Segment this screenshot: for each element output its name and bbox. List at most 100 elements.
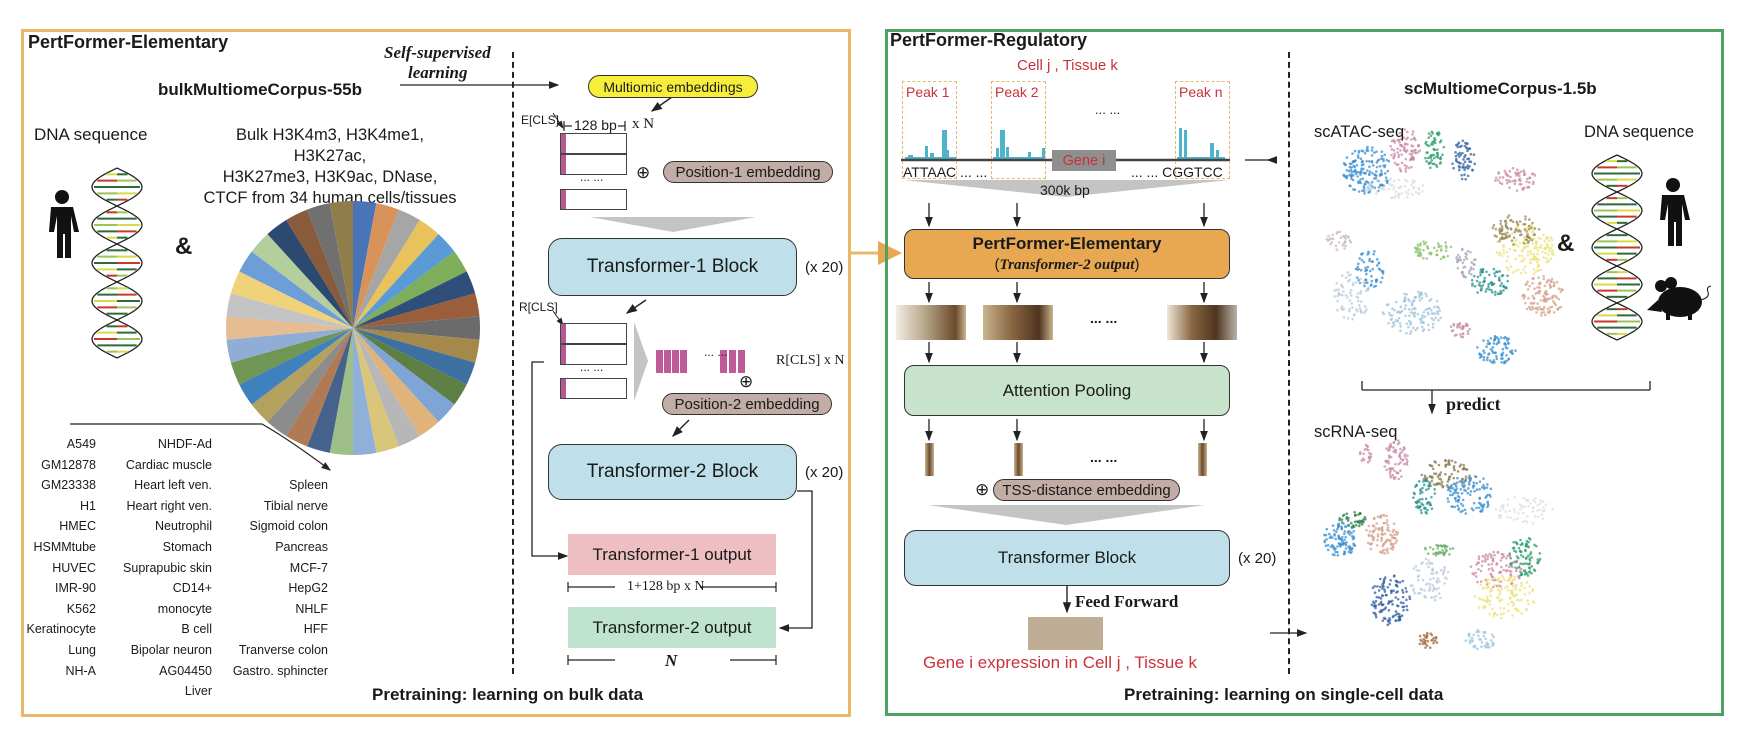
multiomic-arrow [650, 96, 673, 112]
multiomic-embeddings-pill: Multiomic embeddings [588, 75, 758, 98]
signal-peak [908, 155, 913, 159]
plus-circle-icon: ⊕ [739, 372, 754, 391]
e-cls-pointer [552, 112, 564, 129]
attention-pooling-block: Attention Pooling [904, 365, 1230, 416]
pie-chart [226, 201, 480, 455]
pooled-vector [1198, 443, 1207, 476]
transformer-block: Transformer Block [904, 530, 1230, 586]
pie-slice [230, 328, 353, 385]
dna-sequence-label-right: DNA sequence [1584, 123, 1695, 141]
transformer1-repeat: (x 20) [805, 259, 844, 276]
sequence-start: ATTAAC ... ... [903, 164, 988, 180]
cell-type-label: HUVEC [52, 560, 96, 575]
cell-type-label: CD14+ monocyte [157, 581, 212, 616]
sequence-end: ... ... CGGTCC [1131, 164, 1223, 180]
cell-type-label: NH-A [65, 663, 96, 678]
pie-slice [226, 328, 353, 363]
feature-embedding [1167, 305, 1237, 340]
pie-slice [307, 328, 353, 453]
signal-peak [1184, 130, 1187, 159]
cell-type-label: Gastro. sphincter [232, 663, 328, 678]
peak-label: Peak n [1179, 84, 1223, 100]
cell-type-label: MCF-7 [289, 560, 328, 575]
signal-peak [1179, 128, 1182, 159]
self-supervised-label: Self-supervised [384, 43, 491, 62]
pie-slice [251, 234, 353, 328]
pie-slice [267, 220, 353, 328]
cls-token-bar [680, 350, 687, 373]
bp-width-label: 128 bp [574, 117, 617, 133]
peak-label: Peak 1 [906, 84, 950, 100]
cell-type-label: H1 [80, 498, 96, 513]
position1-embedding-pill: Position-1 embedding [663, 161, 833, 183]
cell-type-label: GM23338 [41, 478, 96, 493]
signal-peak [947, 150, 949, 159]
cell-type-label: GM12878 [41, 457, 96, 472]
right-panel-title: PertFormer-Regulatory [890, 30, 1088, 50]
right-panel-footer: Pretraining: learning on single-cell dat… [1124, 685, 1444, 704]
sc-corpus-title: scMultiomeCorpus-1.5b [1404, 79, 1597, 98]
gene-box: Gene i [1052, 150, 1116, 171]
left-divider-dashed [512, 52, 514, 674]
transformer2-output: Transformer-2 output [568, 607, 776, 648]
pos2-arrow [672, 419, 690, 437]
transformer1-output: Transformer-1 output [568, 534, 776, 575]
extract-cls-arrow [634, 322, 648, 401]
pie-slice [353, 209, 420, 328]
cell-type-label: K562 [66, 601, 96, 616]
person-icon [49, 190, 79, 258]
position2-embedding-pill: Position-2 embedding [662, 393, 832, 415]
bulk-description: Bulk H3K4m3, H3K4me1, H3K27ac, H3K27me3,… [200, 125, 460, 209]
cell-type-label: Bipolar neuron [130, 642, 212, 657]
dna-sequence-label: DNA sequence [34, 125, 148, 144]
pooled-vector [925, 443, 934, 476]
cell-type-label: Liver [184, 684, 212, 699]
bulk-description-line: CTCF from 34 human cells/tissues [203, 189, 457, 207]
pie-slice [353, 271, 476, 328]
cell-type-label: Cardiac muscle [125, 457, 212, 472]
cell-type-label: IMR-90 [55, 581, 96, 596]
cell-type-label: NHDF-Ad [157, 437, 212, 451]
r-cls-label: R[CLS] [519, 300, 558, 314]
pertformer-elementary-block: PertFormer-Elementary (Transformer-2 out… [904, 229, 1230, 279]
cell-type-label: Stomach [162, 539, 212, 554]
scatac-umap-plot [1325, 128, 1565, 365]
right-divider-dashed [1288, 52, 1290, 674]
cls-token-bar [672, 350, 679, 373]
elementary-block-title: PertFormer-Elementary [972, 233, 1162, 253]
rep-row [560, 378, 627, 399]
left-panel-footer: Pretraining: learning on bulk data [372, 685, 644, 704]
flow-arrows [925, 203, 1208, 442]
signal-peak [1210, 143, 1214, 159]
cell-type-label: Heart right ven. [126, 498, 212, 513]
cell-type-label: A549 [66, 437, 96, 451]
rep-row [560, 323, 627, 344]
e-cls-label: E[CLS] [521, 113, 560, 127]
signal-peak [942, 130, 947, 159]
scatac-label: scATAC-seq [1314, 123, 1405, 141]
pie-slice [353, 328, 377, 455]
signal-peak [930, 153, 934, 159]
rep-row [560, 344, 627, 365]
cell-type-label: Tibial nerve [263, 498, 328, 513]
pie-slice [251, 328, 353, 422]
pie-slice [286, 209, 353, 328]
cell-type-label: Lung [68, 642, 96, 657]
predict-bracket [1361, 381, 1651, 415]
cell-type-label: NHLF [295, 601, 328, 616]
pie-slice [307, 203, 353, 328]
feed-forward-label: Feed Forward [1075, 592, 1179, 611]
token-dots: ... ... [580, 170, 604, 184]
peak-box: Peak 2 [991, 81, 1046, 179]
cell-type-label: Pancreas [275, 539, 328, 554]
output1-dim-label: 1+128 bp x N [627, 579, 705, 594]
pie-slice [353, 251, 467, 328]
bp-width-bracket [563, 121, 626, 131]
pie-slice [353, 234, 455, 328]
scrna-label: scRNA-seq [1314, 423, 1398, 441]
ampersand-right: & [1557, 230, 1575, 257]
merge-funnel-1 [590, 217, 756, 232]
